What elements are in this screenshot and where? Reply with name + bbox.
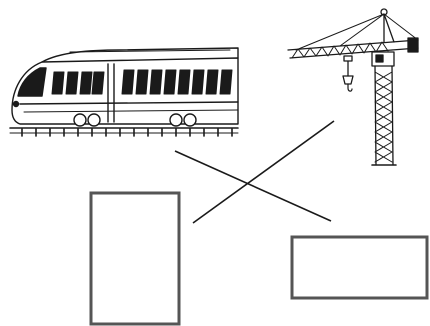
wide-box[interactable] <box>292 237 427 298</box>
match-line-train-to-wide-box[interactable] <box>175 151 331 221</box>
crane-icon <box>288 9 418 165</box>
tall-box[interactable] <box>91 193 179 324</box>
match-line-crane-to-tall-box[interactable] <box>193 121 334 223</box>
train-icon <box>10 48 238 136</box>
